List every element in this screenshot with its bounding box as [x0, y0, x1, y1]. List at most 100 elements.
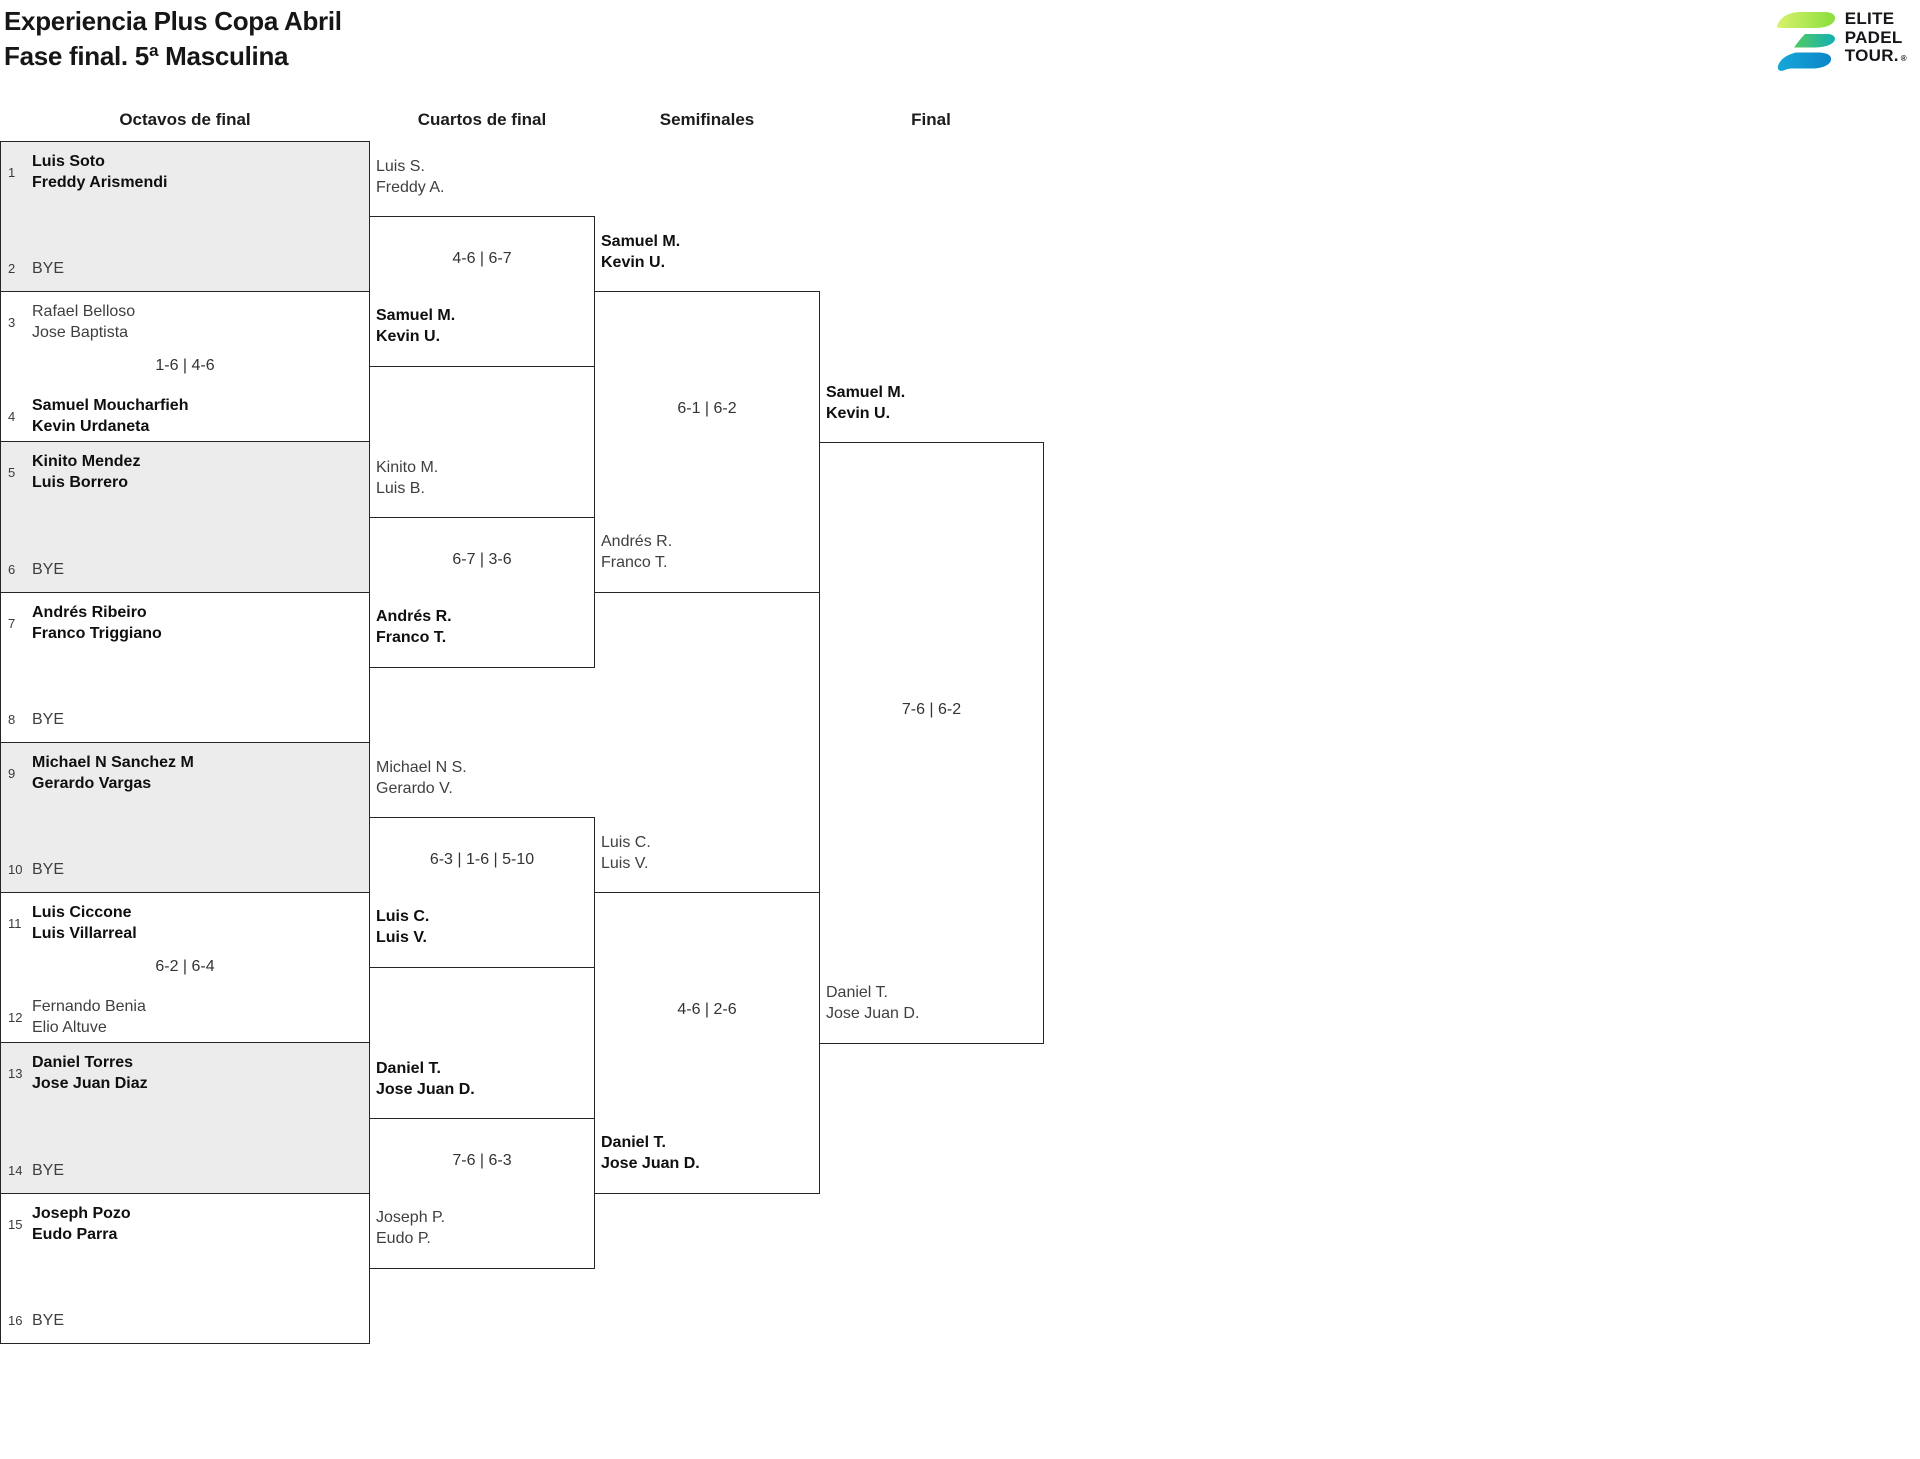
team-label: Daniel T. Jose Juan D.: [376, 1058, 475, 1100]
player-name: Samuel M.: [376, 307, 456, 324]
player-name: Michael N S.: [376, 759, 467, 776]
seed-number: 3: [8, 314, 16, 330]
team-names: Luis Ciccone Luis Villarreal: [32, 902, 137, 944]
player-name: Daniel T.: [601, 1134, 666, 1151]
seed-number: 8: [8, 712, 16, 727]
team-label: Luis S. Freddy A.: [376, 156, 444, 198]
team-label: Daniel T. Jose Juan D.: [601, 1132, 700, 1174]
team-names: Daniel Torres Jose Juan Diaz: [32, 1052, 148, 1094]
team-names: Andrés Ribeiro Franco Triggiano: [32, 602, 162, 644]
seed-number: 16: [8, 1313, 23, 1328]
octavos-match-8[interactable]: 15 Joseph Pozo Eudo Parra 16 BYE: [0, 1193, 370, 1344]
seed-number: 9: [8, 765, 16, 781]
player-name: Franco T.: [376, 629, 447, 646]
participant-row: 15 Joseph Pozo Eudo Parra: [1, 1203, 369, 1245]
player-name: Luis C.: [601, 834, 651, 851]
player-name: Rafael Belloso: [32, 303, 136, 320]
cuartos-match-3[interactable]: Michael N S. Gerardo V. 6-3 | 1-6 | 5-10…: [369, 759, 595, 968]
bye-label: BYE: [32, 258, 64, 279]
participant-row: 16 BYE: [1, 1310, 369, 1331]
cuartos-match-1[interactable]: Luis S. Freddy A. 4-6 | 6-7 Samuel M. Ke…: [369, 158, 595, 367]
team-label: Luis C. Luis V.: [601, 832, 651, 874]
player-name: Luis B.: [376, 480, 425, 497]
player-name: Jose Juan Diaz: [32, 1075, 148, 1092]
player-name: BYE: [32, 861, 65, 878]
semifinal-match-2[interactable]: Luis C. Luis V. 4-6 | 2-6 Daniel T. Jose…: [594, 834, 820, 1194]
team-names: Luis Soto Freddy Arismendi: [32, 151, 167, 193]
participant-row: 14 BYE: [1, 1160, 369, 1181]
participant-row: 13 Daniel Torres Jose Juan Diaz: [1, 1052, 369, 1094]
registered-mark: ®: [1900, 54, 1907, 63]
logo-word-tour: TOUR.®: [1844, 46, 1907, 65]
player-name: Fernando Benia: [32, 998, 146, 1015]
player-name: Eudo P.: [376, 1230, 431, 1247]
player-name: Andrés Ribeiro: [32, 604, 147, 621]
player-name: Michael N Sanchez M: [32, 754, 194, 771]
participant-row: 12 Fernando Benia Elio Altuve: [1, 996, 369, 1038]
octavos-match-4[interactable]: 7 Andrés Ribeiro Franco Triggiano 8 BYE: [0, 592, 370, 743]
final-match[interactable]: Samuel M. Kevin U. 7-6 | 6-2 Daniel T. J…: [819, 384, 1044, 1044]
team-names: Samuel Moucharfieh Kevin Urdaneta: [32, 395, 188, 437]
player-name: Jose Juan D.: [601, 1155, 700, 1172]
octavos-match-3[interactable]: 5 Kinito Mendez Luis Borrero 6 BYE: [0, 441, 370, 593]
semifinal-match-1[interactable]: Samuel M. Kevin U. 6-1 | 6-2 Andrés R. F…: [594, 233, 820, 593]
team-label: Daniel T. Jose Juan D.: [826, 982, 919, 1024]
seed-number: 11: [8, 915, 22, 931]
match-score: 6-3 | 1-6 | 5-10: [429, 850, 535, 868]
match-score: 6-7 | 3-6: [452, 550, 512, 568]
participant-row: 6 BYE: [1, 559, 369, 580]
team-label: Samuel M. Kevin U.: [826, 382, 905, 424]
player-name: Jose Baptista: [32, 324, 129, 341]
octavos-match-2[interactable]: 3 Rafael Belloso Jose Baptista 1-6 | 4-6…: [0, 291, 370, 442]
round-header-final: Final: [911, 110, 951, 129]
player-name: Joseph P.: [376, 1209, 446, 1226]
team-label: Michael N S. Gerardo V.: [376, 757, 467, 799]
match-score: 4-6 | 2-6: [677, 1001, 737, 1018]
octavos-match-6[interactable]: 11 Luis Ciccone Luis Villarreal 6-2 | 6-…: [0, 892, 370, 1043]
round-header-cuartos: Cuartos de final: [417, 110, 547, 129]
player-name: Elio Altuve: [32, 1019, 107, 1036]
match-score: 7-6 | 6-3: [452, 1151, 512, 1169]
player-name: Freddy A.: [376, 179, 445, 196]
match-score: 4-6 | 6-7: [452, 249, 512, 267]
seed-number: 4: [8, 408, 16, 424]
participant-row: 9 Michael N Sanchez M Gerardo Vargas: [1, 752, 369, 794]
team-names: Michael N Sanchez M Gerardo Vargas: [32, 752, 194, 794]
player-name: Daniel T.: [826, 984, 888, 1001]
seed-number: 15: [8, 1216, 23, 1232]
page-title: Experiencia Plus Copa Abril Fase final. …: [4, 4, 342, 74]
team-label: Samuel M. Kevin U.: [376, 305, 455, 347]
player-name: Daniel T.: [376, 1060, 441, 1077]
bye-label: BYE: [32, 859, 64, 880]
player-name: Luis V.: [376, 929, 427, 946]
padel-swoosh-icon: [1776, 12, 1835, 71]
octavos-match-1[interactable]: 1 Luis Soto Freddy Arismendi 2 BYE: [0, 141, 370, 292]
octavos-match-5[interactable]: 9 Michael N Sanchez M Gerardo Vargas 10 …: [0, 742, 370, 893]
player-name: Eudo Parra: [32, 1226, 118, 1243]
team-label: Kinito M. Luis B.: [376, 457, 438, 499]
player-name: Luis S.: [376, 158, 425, 175]
player-name: Gerardo Vargas: [32, 775, 152, 792]
participant-row: 11 Luis Ciccone Luis Villarreal: [1, 902, 369, 944]
seed-number: 14: [8, 1163, 23, 1178]
participant-row: 1 Luis Soto Freddy Arismendi: [1, 151, 369, 193]
player-name: Kevin Urdaneta: [32, 418, 150, 435]
octavos-match-7[interactable]: 13 Daniel Torres Jose Juan Diaz 14 BYE: [0, 1042, 370, 1194]
team-names: Rafael Belloso Jose Baptista: [32, 301, 135, 343]
participant-row: 10 BYE: [1, 859, 369, 880]
match-score: 7-6 | 6-2: [901, 701, 962, 718]
player-name: Kevin U.: [376, 328, 441, 345]
cuartos-match-2[interactable]: Kinito M. Luis B. 6-7 | 3-6 Andrés R. Fr…: [369, 459, 595, 668]
team-names: Kinito Mendez Luis Borrero: [32, 451, 140, 493]
player-name: Franco Triggiano: [32, 625, 162, 642]
team-label: Andrés R. Franco T.: [376, 606, 452, 648]
bye-label: BYE: [32, 1160, 64, 1181]
participant-row: 7 Andrés Ribeiro Franco Triggiano: [1, 602, 369, 644]
participant-row: 4 Samuel Moucharfieh Kevin Urdaneta: [1, 395, 369, 437]
team-label: Andrés R. Franco T.: [601, 531, 672, 573]
player-name: Luis Soto: [32, 153, 105, 170]
player-name: Samuel M.: [601, 233, 681, 250]
player-name: Jose Juan D.: [376, 1081, 475, 1098]
player-name: Luis Borrero: [32, 474, 129, 491]
cuartos-match-4[interactable]: Daniel T. Jose Juan D. 7-6 | 6-3 Joseph …: [369, 1060, 595, 1269]
